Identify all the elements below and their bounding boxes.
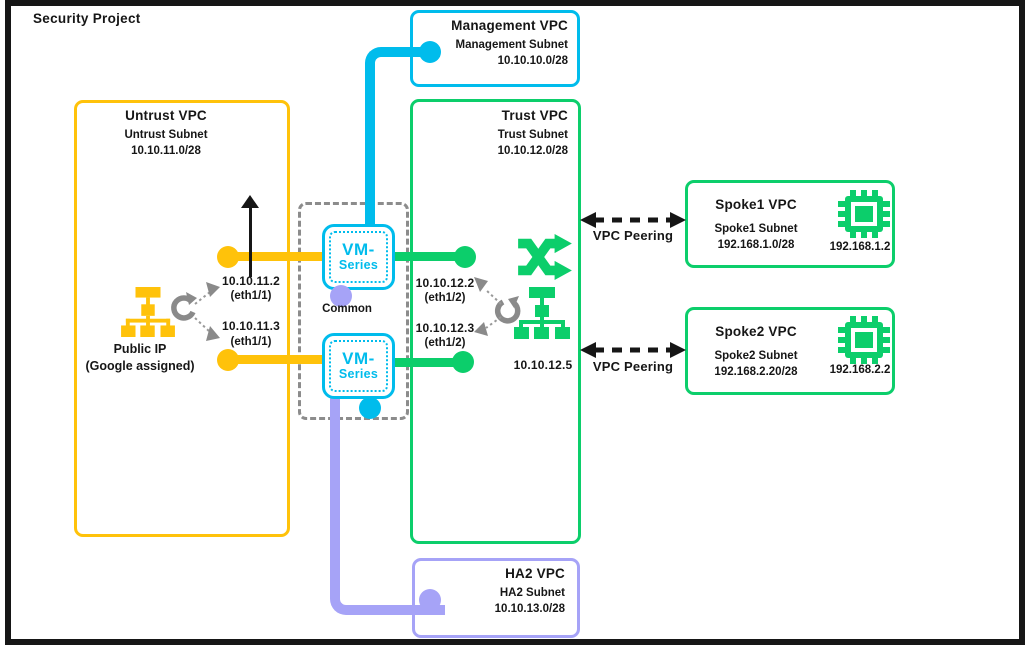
untrust-endpoint-dot-1 (217, 246, 239, 268)
ha2-endpoint-dot (419, 589, 441, 611)
ha2-cidr-label: 10.10.13.0/28 (494, 603, 565, 615)
spoke1-cidr-label: 192.168.1.0/28 (717, 239, 795, 251)
common-label: Common (322, 303, 372, 315)
untrust-vpc-title: Untrust VPC (125, 108, 207, 123)
trust-rotate-redirect-icon (474, 277, 521, 336)
trust-if2-ip: 10.10.12.3 (415, 321, 475, 335)
untrust-vpc-box (74, 100, 290, 537)
egress-arrow-icon (241, 195, 259, 208)
vpc-peering-arrow-2 (580, 342, 686, 358)
untrust-if2-ip: 10.10.11.3 (221, 319, 281, 333)
vm2-management-dot (359, 397, 381, 419)
shuffle-icon (518, 233, 572, 281)
management-cidr-label: 10.10.10.0/28 (497, 55, 568, 67)
spoke2-instance-ip: 192.168.2.2 (829, 364, 891, 376)
project-frame (5, 0, 1025, 645)
vpc-peering-arrow-1 (580, 212, 686, 228)
untrust-endpoint-dot-2 (217, 349, 239, 371)
untrust-if1-port: (eth1/1) (230, 290, 272, 302)
spoke2-vpc-text: Spoke2 VPC Spoke2 Subnet 192.168.2.20/28 (692, 324, 820, 380)
spoke1-vpc-box (685, 180, 895, 268)
untrust-vpc-text: Untrust VPC Untrust Subnet 10.10.11.0/28 (76, 108, 256, 159)
internal-lb-network-icon (514, 287, 570, 339)
spoke1-instance-ip: 192.168.1.2 (829, 241, 891, 253)
public-ip-network-icon (121, 287, 175, 337)
ha2-vpc-box (412, 558, 580, 638)
trust-endpoint-dot-1 (454, 246, 476, 268)
vpc-peering-label-1: VPC Peering (592, 228, 674, 243)
spoke2-subnet-label: Spoke2 Subnet (714, 350, 798, 362)
trust-subnet-label: Trust Subnet (497, 129, 568, 141)
trust-endpoint-dot-2 (452, 351, 474, 373)
spoke2-vpc-box (685, 307, 895, 395)
firewall-ha-group-box (298, 202, 409, 420)
spoke2-instance-chip-icon (838, 316, 890, 364)
spoke1-vpc-title: Spoke1 VPC (715, 197, 797, 212)
trust-floating-ip: 10.10.12.5 (513, 358, 573, 372)
vpc-peering-label-2: VPC Peering (592, 359, 674, 374)
vm-series-firewall-2: VM- Series (322, 333, 395, 399)
spoke1-subnet-label: Spoke1 Subnet (714, 223, 798, 235)
spoke1-instance-chip-icon (838, 190, 890, 238)
trust-link-line-2 (380, 358, 465, 367)
trust-vpc-text: Trust VPC Trust Subnet 10.10.12.0/28 (420, 108, 568, 159)
untrust-rotate-redirect-icon (171, 282, 220, 341)
ha2-subnet-label: HA2 Subnet (499, 587, 565, 599)
management-endpoint-dot (419, 41, 441, 63)
public-ip-label-1: Public IP (113, 342, 167, 356)
egress-arrow-line (249, 207, 252, 277)
untrust-subnet-label: Untrust Subnet (124, 129, 208, 141)
spoke1-vpc-text: Spoke1 VPC Spoke1 Subnet 192.168.1.0/28 (692, 197, 820, 253)
untrust-if1-ip: 10.10.11.2 (221, 274, 281, 288)
ha2-vpc-title: HA2 VPC (505, 566, 565, 581)
vm-series-firewall-1: VM- Series (322, 224, 395, 290)
trust-if1-port: (eth1/2) (424, 292, 466, 304)
trust-if2-port: (eth1/2) (424, 337, 466, 349)
vm-series-2-label: VM- Series (329, 340, 388, 392)
untrust-if2-port: (eth1/1) (230, 336, 272, 348)
trust-vpc-title: Trust VPC (501, 108, 568, 123)
management-vpc-text: Management VPC Management Subnet 10.10.1… (420, 18, 568, 69)
management-subnet-label: Management Subnet (455, 39, 568, 51)
untrust-link-line-2 (228, 355, 330, 364)
spoke2-cidr-label: 192.168.2.20/28 (714, 366, 798, 378)
management-link-line (365, 47, 440, 242)
trust-vpc-box (410, 99, 581, 544)
spoke2-vpc-title: Spoke2 VPC (715, 324, 797, 339)
untrust-cidr-label: 10.10.11.0/28 (131, 145, 201, 157)
vm-series-1-label: VM- Series (329, 231, 388, 283)
ha2-link-line (330, 393, 445, 615)
trust-if1-ip: 10.10.12.2 (415, 276, 475, 290)
trust-cidr-label: 10.10.12.0/28 (497, 145, 568, 157)
management-vpc-title: Management VPC (451, 18, 568, 33)
common-ha-dot (330, 285, 352, 307)
ha2-vpc-text: HA2 VPC HA2 Subnet 10.10.13.0/28 (415, 566, 565, 617)
trust-link-line-1 (380, 252, 467, 261)
page-title: Security Project (33, 11, 141, 26)
public-ip-label-2: (Google assigned) (85, 359, 195, 373)
untrust-link-line-1 (228, 252, 330, 261)
